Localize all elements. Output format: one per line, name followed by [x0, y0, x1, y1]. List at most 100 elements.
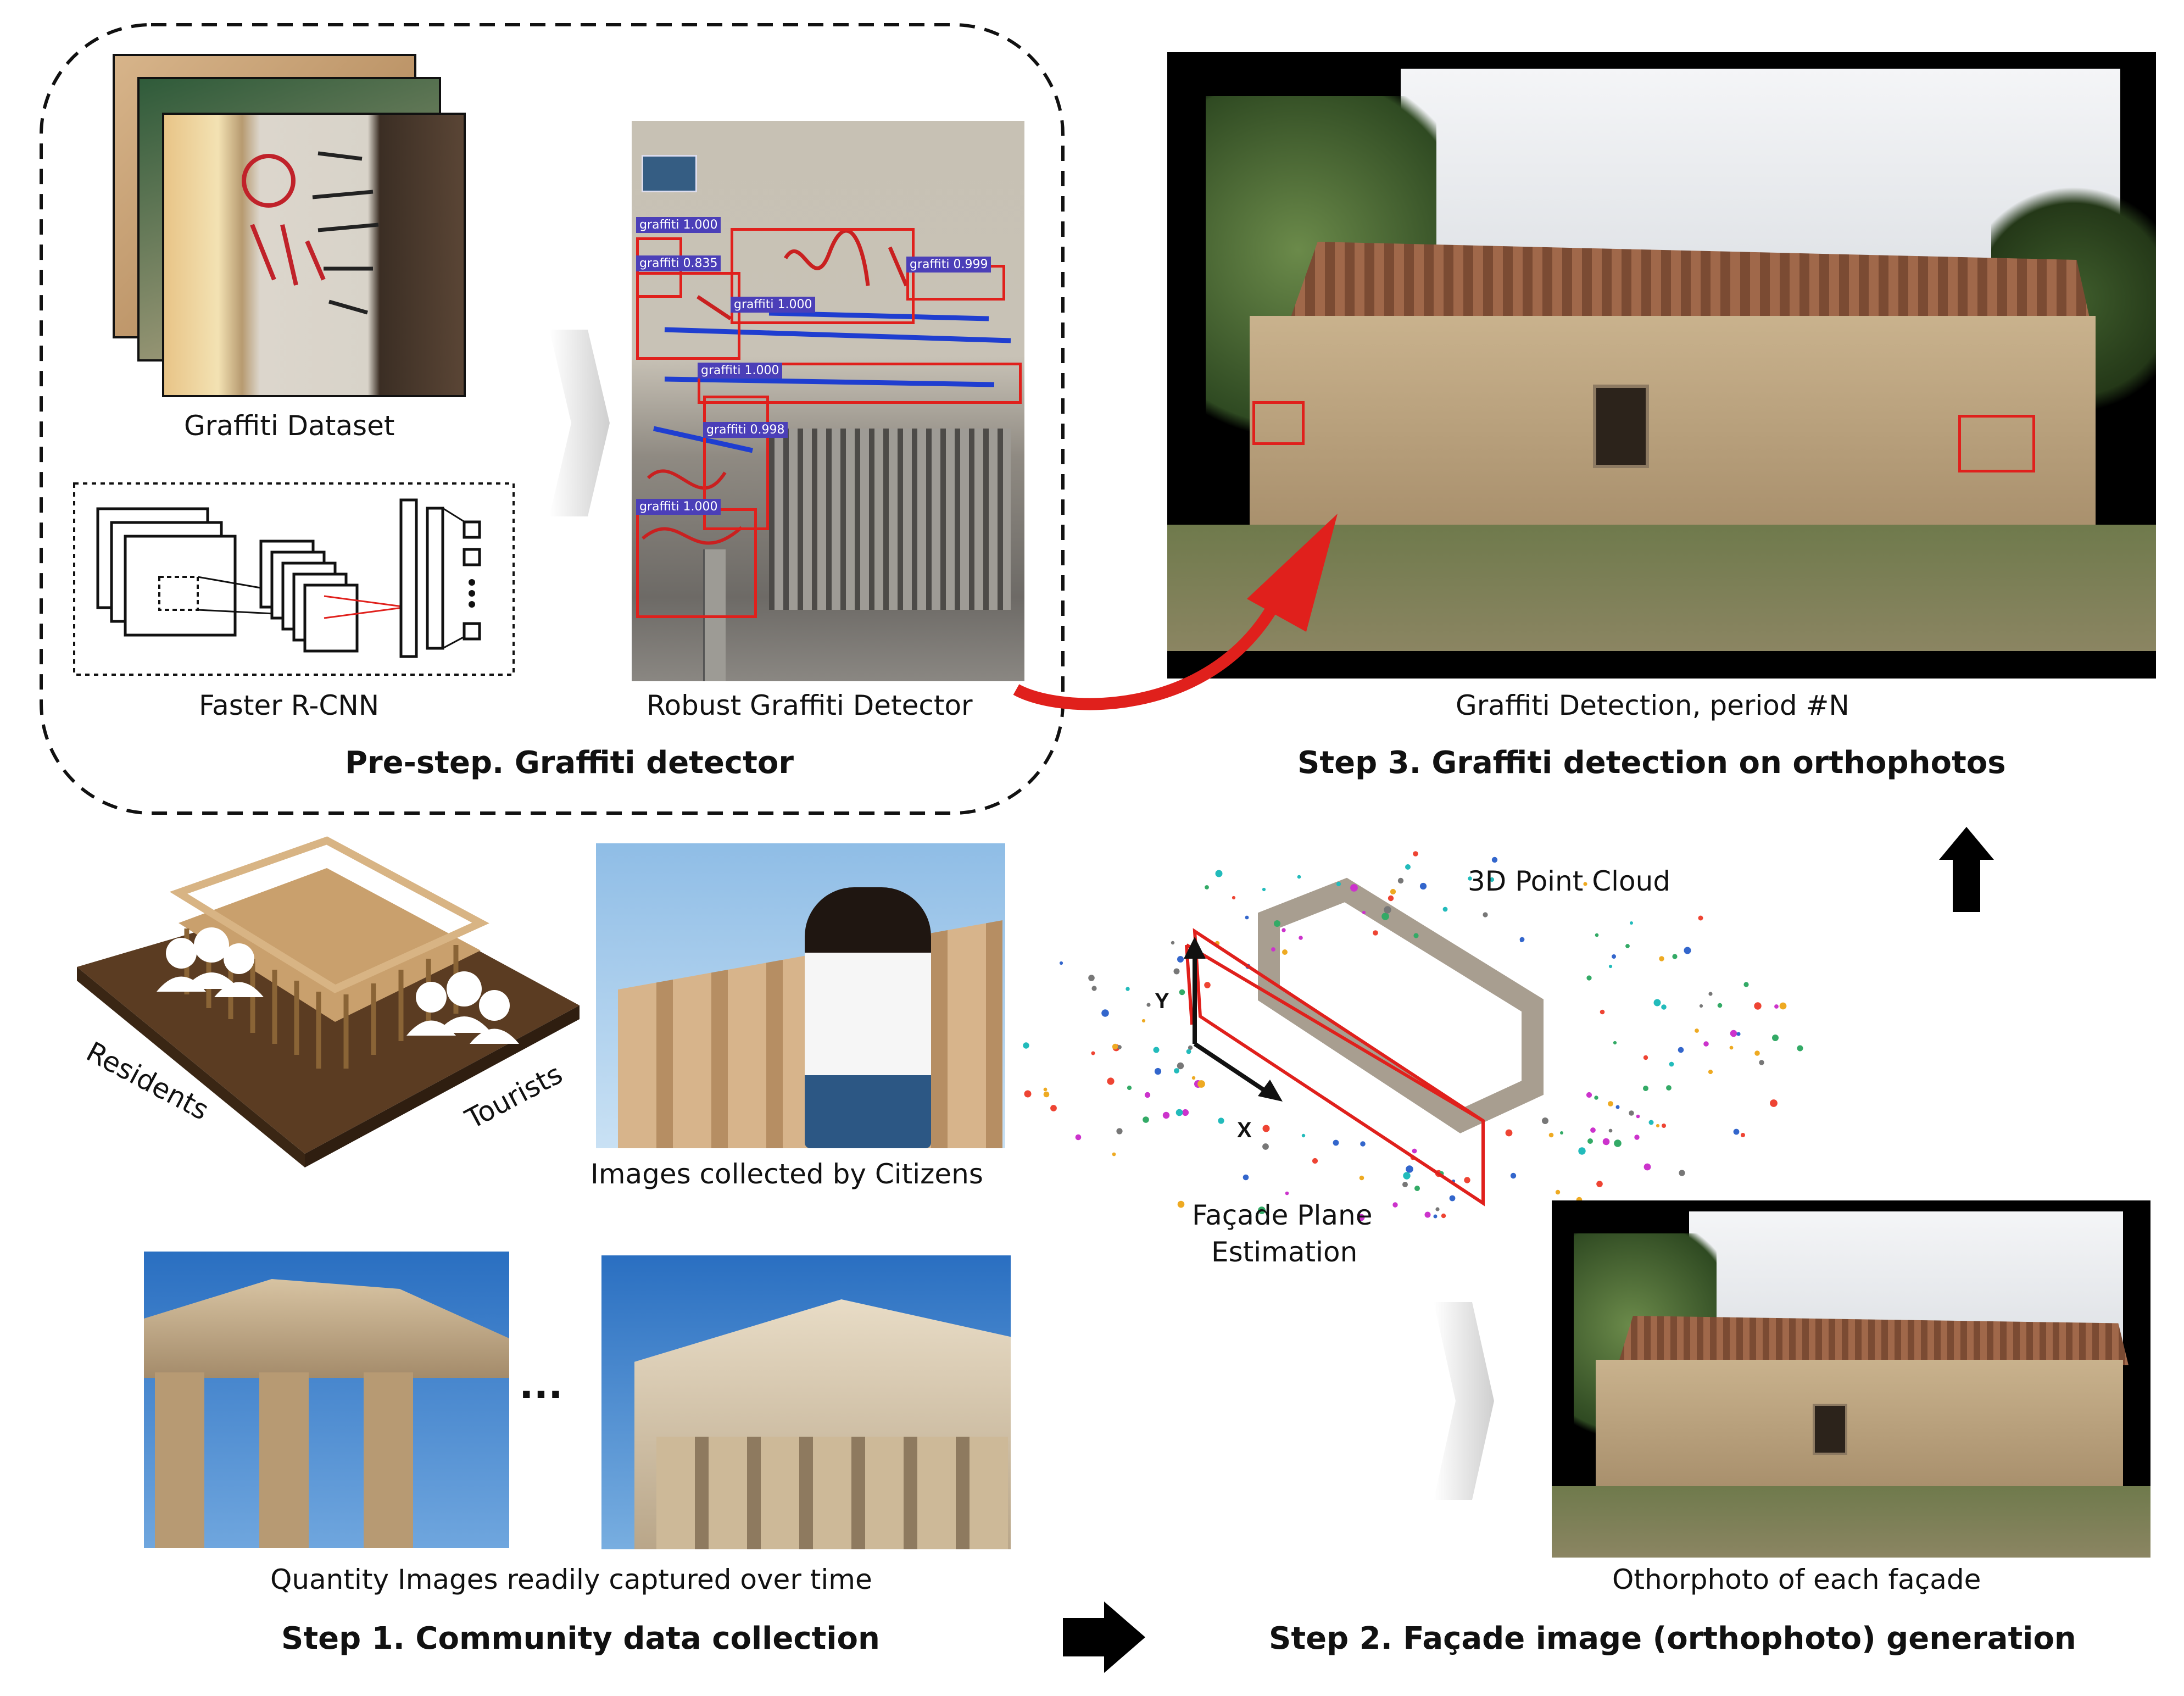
point-cloud-dot	[1555, 1189, 1561, 1195]
point-cloud-dot	[1154, 1067, 1162, 1075]
point-cloud-dot	[1678, 1047, 1684, 1053]
point-cloud-dot	[1117, 1045, 1122, 1049]
point-cloud-dot	[1656, 1124, 1660, 1128]
point-cloud-dot	[1177, 1062, 1184, 1070]
point-cloud-dot	[1659, 956, 1664, 961]
point-cloud-dot	[1205, 885, 1209, 889]
point-cloud-dot	[1759, 1060, 1764, 1065]
point-cloud-dot	[1271, 947, 1275, 952]
point-cloud-dot	[1774, 1004, 1779, 1009]
point-cloud-dot	[1179, 989, 1185, 996]
point-cloud-dot	[1091, 986, 1097, 991]
selfie-person	[805, 887, 931, 1148]
point-cloud-dot	[1197, 1080, 1205, 1088]
point-cloud-dot	[1350, 884, 1358, 892]
point-cloud-dot	[1743, 982, 1749, 987]
point-cloud-dot	[1413, 933, 1419, 938]
point-cloud-dot	[1050, 1105, 1057, 1111]
point-cloud-dot	[1733, 1128, 1740, 1135]
point-cloud-dot	[1772, 1035, 1779, 1041]
point-cloud-dot	[1595, 933, 1599, 937]
point-cloud-dot	[1413, 851, 1418, 857]
point-cloud-dot	[1405, 864, 1411, 870]
axis-y-label: Y	[1155, 989, 1169, 1013]
orthophoto-small	[1552, 1200, 2150, 1558]
point-cloud-dot	[1648, 1120, 1654, 1125]
point-cloud-dot	[1542, 1117, 1548, 1124]
shop-shutter	[769, 429, 1011, 610]
point-cloud-dot	[1392, 1202, 1398, 1208]
detection-label-2: graffiti 0.835	[636, 255, 721, 271]
point-cloud-dot	[1088, 975, 1095, 981]
network-caption: Faster R-CNN	[199, 689, 380, 721]
point-cloud-dot	[1153, 1047, 1160, 1053]
point-cloud-dot	[1483, 912, 1488, 917]
point-cloud-dot	[1510, 1172, 1517, 1179]
point-cloud-dot	[1333, 1139, 1339, 1146]
point-cloud-dot	[1107, 1077, 1115, 1085]
point-cloud-dot	[1643, 1086, 1648, 1091]
point-cloud-dot	[1282, 949, 1288, 955]
orthophoto-ground	[1167, 525, 2156, 651]
point-cloud-dot	[1586, 975, 1592, 981]
point-cloud-dot	[1402, 1182, 1408, 1187]
point-cloud-dot	[1449, 1195, 1456, 1202]
point-cloud-dot	[1403, 1172, 1411, 1180]
point-cloud-dot	[1397, 877, 1404, 884]
point-cloud-dot	[1608, 964, 1613, 969]
point-cloud-dot	[1779, 1002, 1787, 1010]
plane-caption-line1: Façade Plane	[1192, 1199, 1373, 1231]
point-cloud-dot	[1489, 877, 1495, 882]
temple-left-columns	[155, 1372, 463, 1548]
step2-title: Step 2. Façade image (orthophoto) genera…	[1269, 1621, 2076, 1656]
point-cloud-dot	[1362, 910, 1366, 915]
prestep-title: Pre-step. Graffiti detector	[345, 745, 794, 781]
point-cloud-dot	[1127, 1085, 1132, 1091]
point-cloud-dot	[1112, 1152, 1116, 1156]
point-cloud-dot	[1587, 1138, 1593, 1144]
point-cloud-dot	[1441, 1213, 1446, 1219]
point-cloud-dot	[1336, 881, 1341, 887]
point-cloud-dot	[1729, 1046, 1734, 1050]
point-cloud-dot	[1101, 1009, 1109, 1017]
point-cloud-dot	[1754, 1050, 1760, 1056]
point-cloud-dot	[1144, 1092, 1151, 1098]
point-cloud-dot	[1186, 1049, 1191, 1054]
point-cloud-dot	[1204, 982, 1211, 988]
point-cloud-dot	[1177, 956, 1184, 963]
detection-label-3: graffiti 1.000	[731, 297, 816, 313]
point-cloud-dot	[1754, 1002, 1762, 1010]
step3-caption: Graffiti Detection, period #N	[1456, 689, 1849, 721]
point-cloud-dot	[1043, 1087, 1048, 1092]
point-cloud-dot	[1174, 1068, 1179, 1074]
point-cloud-dot	[1797, 1045, 1803, 1052]
point-cloud-dot	[1075, 1134, 1082, 1141]
point-cloud-dot	[1736, 1032, 1741, 1036]
point-cloud-dot	[1608, 1101, 1613, 1106]
point-cloud-dot	[1091, 1051, 1095, 1055]
dataset-caption: Graffiti Dataset	[184, 410, 395, 442]
point-cloud-dot	[1188, 1045, 1193, 1050]
point-cloud-dot	[1171, 941, 1175, 945]
point-cloud-dot	[1634, 1135, 1640, 1140]
point-cloud-dot	[1126, 987, 1130, 991]
dataset-graffiti-marks	[242, 151, 379, 315]
point-cloud-dot	[1299, 936, 1303, 940]
point-cloud-dot	[1770, 1099, 1778, 1107]
point-cloud-dot	[1023, 1042, 1029, 1049]
small-ortho-window	[1813, 1404, 1847, 1455]
point-cloud-dot	[1274, 920, 1280, 927]
point-cloud-dot	[1442, 907, 1448, 912]
detection-box-6	[703, 396, 769, 530]
point-cloud-dot	[1699, 1004, 1703, 1008]
point-cloud-dot	[1215, 870, 1223, 877]
detection-box-3	[731, 228, 915, 324]
point-cloud-dot	[1708, 1069, 1713, 1075]
point-cloud-dot	[1141, 1019, 1146, 1023]
point-cloud-dot	[1282, 928, 1286, 932]
point-cloud-dot	[1059, 961, 1063, 965]
point-cloud-dot	[1424, 1211, 1431, 1218]
point-cloud-dot	[1615, 1105, 1620, 1109]
